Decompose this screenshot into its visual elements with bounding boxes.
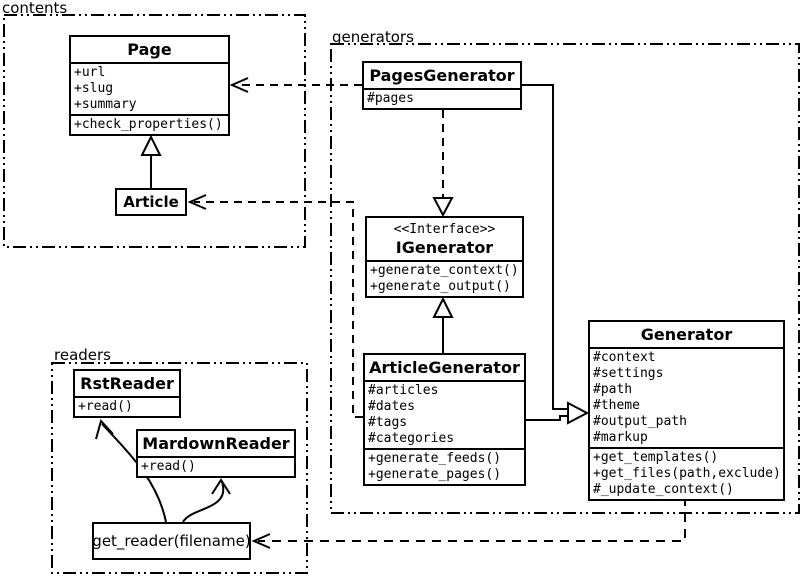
class-methods: +read() — [75, 396, 179, 416]
attribute: +url — [74, 65, 106, 80]
method: +read() — [78, 399, 133, 414]
method: +generate_output() — [370, 279, 511, 294]
method: +generate_context() — [370, 263, 519, 278]
generators-package-border — [330, 43, 800, 514]
class-box-page: Page +url +slug +summary +check_properti… — [69, 35, 230, 136]
class-title: Article — [123, 193, 179, 211]
method: +read() — [141, 459, 196, 474]
class-methods: +check_properties() — [71, 114, 228, 134]
class-title: Page — [127, 40, 172, 59]
class-attributes: #articles #dates #tags #categories — [365, 380, 524, 448]
articlegenerator-to-article-dashed-line — [194, 201, 363, 418]
class-box-igenerator: <<Interface>> IGenerator +generate_conte… — [365, 216, 524, 298]
class-title: RstReader — [80, 374, 174, 393]
class-title: ArticleGenerator — [369, 358, 520, 377]
class-methods: +read() — [138, 456, 294, 476]
article-to-page-triangle-icon — [140, 134, 162, 156]
method: #_update_context() — [593, 482, 734, 497]
method: +generate_feeds() — [368, 451, 502, 466]
articlegenerator-to-article-arrowhead-icon — [187, 194, 207, 210]
class-attributes: #context #settings #path #theme #output_… — [590, 347, 783, 447]
class-box-rst-reader: RstReader +read() — [73, 369, 181, 418]
readers-package-label: readers — [54, 346, 111, 364]
class-attributes: +url +slug +summary — [71, 62, 228, 114]
method: +generate_pages() — [368, 467, 502, 482]
class-box-generator: Generator #context #settings #path #them… — [588, 320, 785, 501]
interface-stereotype: <<Interface>> — [393, 222, 496, 237]
method: +check_properties() — [74, 117, 223, 132]
generator-inheritance-triangle-icon — [567, 401, 590, 425]
get-reader-box: get_reader(filename) — [92, 522, 251, 560]
class-title: IGenerator — [395, 238, 494, 257]
articlegenerator-to-igenerator-triangle-icon — [432, 296, 454, 318]
getreader-to-mardownreader-curve — [182, 481, 225, 523]
class-box-article-generator: ArticleGenerator #articles #dates #tags … — [363, 353, 526, 486]
class-methods: +get_templates() +get_files(path,exclude… — [590, 447, 783, 499]
get-reader-label: get_reader(filename) — [92, 532, 251, 550]
generator-to-getreader-arrowhead-icon — [251, 533, 271, 549]
attribute: #tags — [368, 415, 408, 430]
attribute: #pages — [367, 91, 414, 106]
attribute: #context — [593, 350, 656, 365]
class-methods: +generate_context() +generate_output() — [367, 260, 522, 296]
attribute: #theme — [593, 398, 640, 413]
method: +get_templates() — [593, 450, 719, 465]
getreader-to-mardownreader-arrowhead-icon — [211, 478, 231, 495]
pagesgenerator-to-igenerator-triangle-icon — [432, 197, 454, 218]
attribute: +summary — [74, 97, 137, 112]
pagesgenerator-to-generator-line — [522, 84, 568, 410]
pagesgenerator-to-page-arrowhead-icon — [229, 77, 249, 93]
method: +get_files(path,exclude) — [593, 466, 781, 481]
getreader-to-rstreader-arrowhead-icon — [95, 419, 114, 440]
class-box-mardown-reader: MardownReader +read() — [136, 429, 296, 478]
class-title: Generator — [640, 325, 733, 344]
class-box-pages-generator: PagesGenerator #pages — [362, 61, 522, 110]
attribute: #settings — [593, 366, 664, 381]
attribute: #dates — [368, 399, 415, 414]
attribute: #articles — [368, 383, 439, 398]
class-title: PagesGenerator — [369, 66, 515, 85]
contents-package-label: contents — [2, 0, 68, 17]
attribute: #path — [593, 382, 633, 397]
generator-to-getreader-dashed-line — [258, 497, 686, 542]
class-title: MardownReader — [142, 434, 290, 453]
articlegenerator-to-generator-line — [526, 415, 568, 421]
attribute: +slug — [74, 81, 114, 96]
attribute: #markup — [593, 430, 648, 445]
class-methods: +generate_feeds() +generate_pages() — [365, 448, 524, 484]
contents-package-border — [3, 14, 306, 248]
class-attributes: #pages — [364, 88, 520, 108]
class-box-article: Article — [115, 188, 187, 216]
attribute: #categories — [368, 431, 455, 446]
attribute: #output_path — [593, 414, 687, 429]
readers-package-border — [51, 362, 308, 574]
generators-package-label: generators — [332, 28, 414, 46]
